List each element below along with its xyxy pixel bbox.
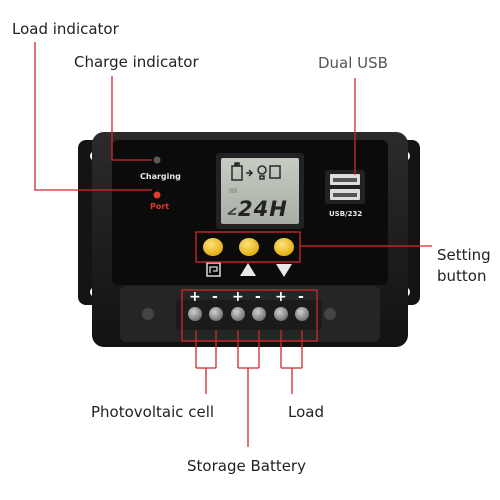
down-arrow-icon: [276, 264, 292, 277]
callout-lines: [34, 42, 432, 447]
port-label: Port: [150, 202, 170, 211]
terminal-screw-1: [188, 307, 202, 321]
lcd-load-symbol: [227, 207, 237, 215]
terminal-sign-minus: -: [298, 289, 304, 305]
terminal-sign-plus: +: [275, 289, 287, 305]
up-arrow-icon: [240, 263, 256, 276]
terminal-mount-screw: [324, 308, 336, 320]
terminal-sign-plus: +: [232, 289, 244, 305]
menu-icon-inner: [209, 266, 218, 273]
terminal-screws: [142, 307, 336, 321]
load-callout: [280, 330, 303, 394]
terminal-screw-4: [252, 307, 266, 321]
load-indicator-callout: [34, 42, 152, 191]
lcd-battery-text: ▯▯▯: [229, 188, 238, 194]
load-label: Load: [288, 403, 324, 421]
setting-button-label-line1: Setting: [437, 246, 491, 264]
setting-button-2[interactable]: [239, 238, 259, 256]
terminal-screw-5: [274, 307, 288, 321]
terminal-sign-plus: +: [189, 289, 201, 305]
storage-battery-callout: [237, 330, 260, 447]
setting-button-label-line2: button: [437, 267, 487, 285]
terminal-box: [181, 289, 318, 342]
photovoltaic-cell-label: Photovoltaic cell: [91, 403, 215, 421]
setting-button-1[interactable]: [203, 238, 223, 256]
storage-battery-label: Storage Battery: [187, 457, 306, 475]
terminal-mount-screw: [142, 308, 154, 320]
menu-icon: [206, 262, 221, 277]
terminal-sign-minus: -: [212, 289, 218, 305]
lcd-icons: [231, 162, 281, 181]
charge-indicator-label: Charge indicator: [74, 53, 199, 71]
lcd-reading: 24H: [238, 197, 288, 221]
charge-indicator-callout: [111, 76, 152, 161]
terminal-screw-6: [295, 307, 309, 321]
usb-port-1-tongue: [333, 178, 357, 182]
setting-button-box: [195, 231, 301, 263]
load-indicator-led: [153, 191, 161, 199]
setting-button-3[interactable]: [274, 238, 294, 256]
load-indicator-label: Load indicator: [12, 20, 119, 38]
usb-label: USB/232: [329, 210, 363, 218]
charging-label: Charging: [140, 172, 181, 181]
charge-indicator-led: [153, 156, 161, 164]
terminal-screw-2: [209, 307, 223, 321]
usb-port-2-tongue: [333, 193, 357, 197]
photovoltaic-callout: [195, 330, 217, 394]
terminal-strip: [176, 300, 322, 330]
dual-usb-label: Dual USB: [318, 54, 388, 72]
terminal-sign-minus: -: [255, 289, 261, 305]
terminal-screw-3: [231, 307, 245, 321]
